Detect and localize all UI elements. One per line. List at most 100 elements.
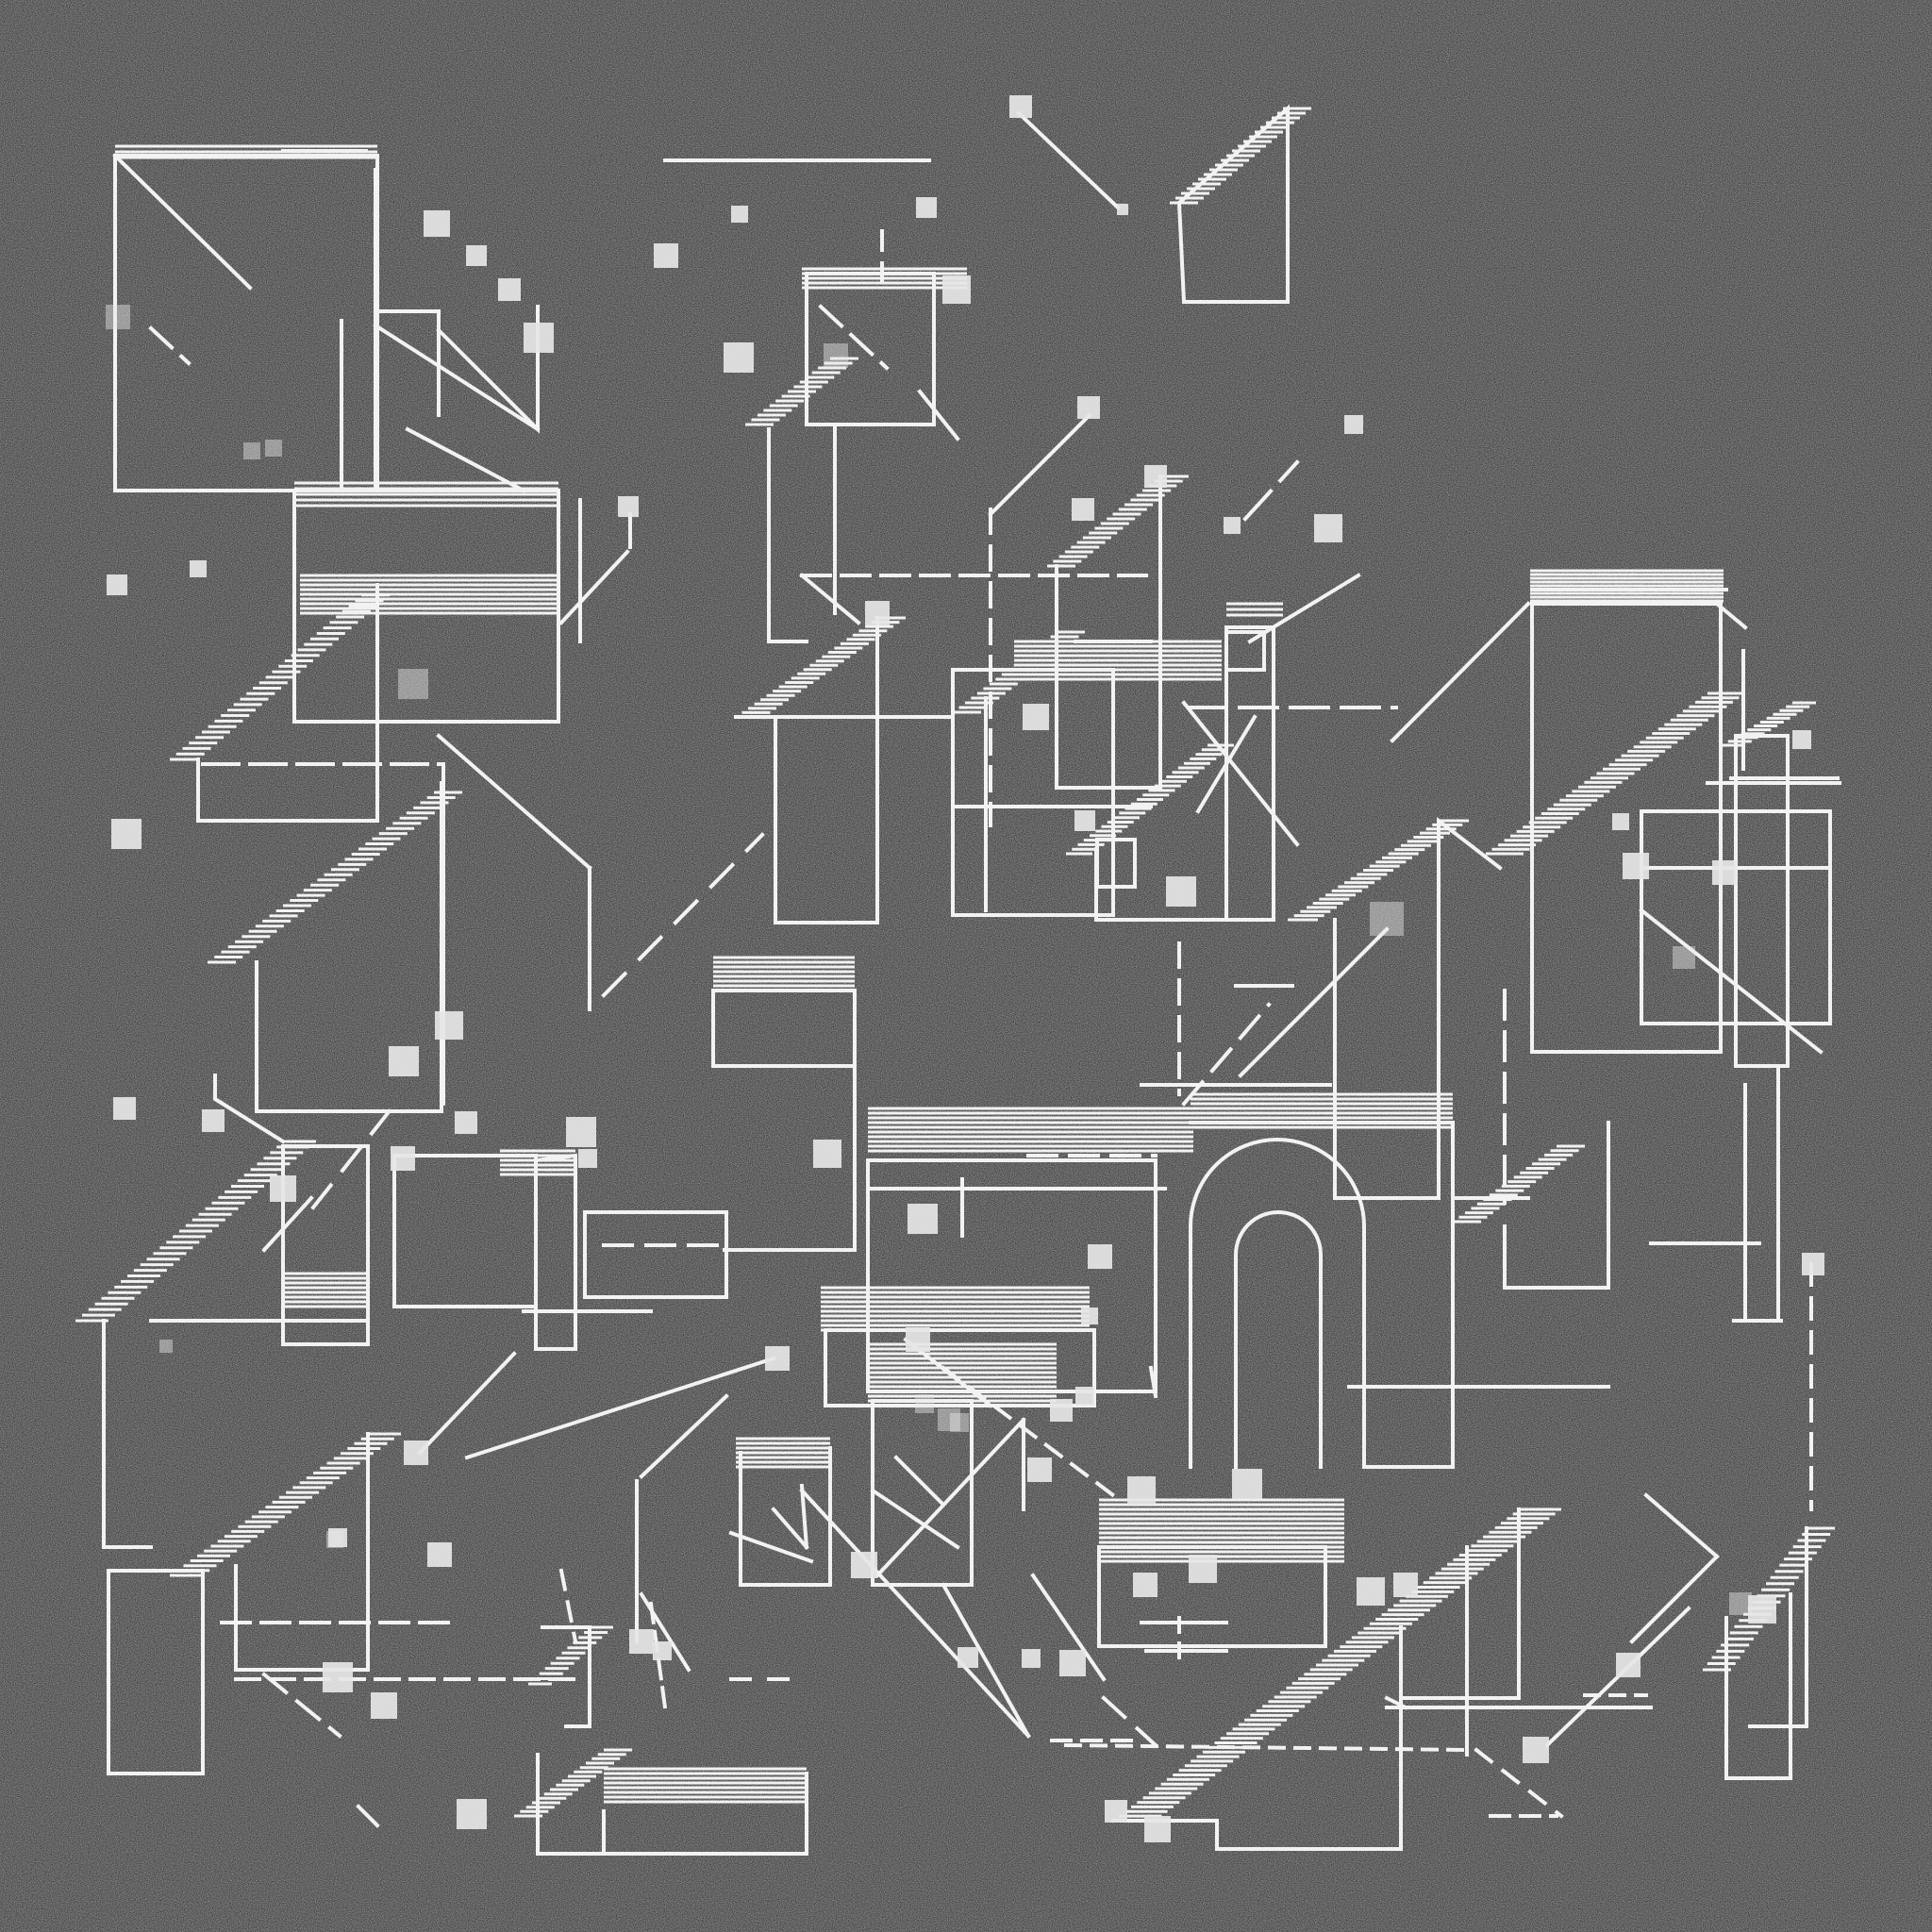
outline xyxy=(196,583,379,823)
node-square xyxy=(1144,465,1167,488)
node-square xyxy=(1623,853,1649,879)
hatch-band xyxy=(745,357,858,426)
connector-line xyxy=(771,1507,809,1550)
node-square xyxy=(1616,1653,1641,1677)
node-square xyxy=(950,1413,969,1432)
line-bundle xyxy=(604,1767,807,1804)
outline xyxy=(1748,1526,1808,1728)
node-square xyxy=(578,1149,597,1168)
line-bundle xyxy=(1014,640,1222,681)
node-square xyxy=(731,206,748,223)
connector-line xyxy=(988,412,1092,517)
node-square xyxy=(1612,813,1629,830)
roof-hatch-large xyxy=(1113,1507,1561,1823)
connector-line xyxy=(893,1455,946,1507)
connector-line xyxy=(1030,1573,1107,1682)
node-square xyxy=(1357,1577,1385,1606)
connector-line xyxy=(639,1591,691,1673)
node-square xyxy=(724,342,754,373)
node-square xyxy=(1077,396,1100,419)
connector-line xyxy=(558,549,630,625)
outline xyxy=(1176,104,1290,304)
node-square xyxy=(107,575,127,595)
node-square xyxy=(1523,1737,1549,1763)
roof-hatch-h xyxy=(1288,819,1469,922)
node-square xyxy=(1075,1387,1094,1406)
node-square xyxy=(1673,946,1695,969)
node-square xyxy=(243,442,260,459)
connector-line xyxy=(799,1488,1031,1739)
node-square xyxy=(265,440,282,457)
tiny-box xyxy=(1224,630,1266,672)
node-square xyxy=(906,1327,930,1352)
node-square xyxy=(1748,1595,1776,1624)
outline xyxy=(1503,1121,1610,1290)
node-square xyxy=(1802,1253,1824,1275)
connector-line xyxy=(799,573,861,625)
node-square xyxy=(1117,204,1128,215)
node-square xyxy=(371,1692,397,1719)
line-bundle xyxy=(294,481,558,508)
connector-line xyxy=(1238,926,1390,1078)
connector-line xyxy=(1629,1554,1720,1644)
node-square xyxy=(958,1647,978,1668)
node-square xyxy=(908,1204,938,1234)
square-layer xyxy=(106,95,1824,1842)
node-square xyxy=(1166,876,1196,907)
connector-line xyxy=(310,1106,394,1210)
node-square xyxy=(498,278,521,301)
node-square xyxy=(566,1117,596,1147)
roof-hatch-top-right xyxy=(1170,107,1311,205)
connector-line xyxy=(464,1356,776,1460)
line-bundle xyxy=(500,1149,575,1176)
connector-line xyxy=(870,1488,960,1550)
node-square xyxy=(865,601,890,625)
node-square xyxy=(1729,1592,1752,1615)
outline xyxy=(583,1210,728,1299)
node-square xyxy=(1022,1649,1041,1668)
outline xyxy=(102,1319,153,1549)
roof-hatch-f xyxy=(736,616,906,719)
connector-line xyxy=(728,1530,814,1564)
connector-line xyxy=(1148,1365,1158,1399)
connector-line xyxy=(1181,700,1300,847)
node-square xyxy=(270,1175,296,1202)
connector-line xyxy=(1474,1747,1564,1819)
node-square xyxy=(323,1662,353,1692)
connector-line xyxy=(601,832,765,998)
outline xyxy=(213,1074,286,1144)
outline xyxy=(541,1625,591,1728)
node-square xyxy=(1072,498,1094,521)
connector-line xyxy=(1390,601,1531,743)
connector-line xyxy=(1195,714,1257,814)
connector-line xyxy=(1639,908,1824,1055)
connector-line xyxy=(1016,110,1121,210)
node-square xyxy=(113,1097,136,1120)
node-square xyxy=(1133,1573,1158,1597)
node-square xyxy=(1224,517,1241,534)
roof-hatch-c xyxy=(75,1140,316,1323)
hatch-band xyxy=(528,1625,613,1686)
node-square xyxy=(106,305,130,329)
node-square xyxy=(398,669,428,699)
outline xyxy=(1055,475,1162,790)
node-square xyxy=(1144,1816,1171,1842)
line-bundle xyxy=(868,1107,1193,1153)
connector-line xyxy=(639,1393,729,1479)
frame-upper-left-mid xyxy=(292,489,560,724)
node-square xyxy=(1009,95,1032,118)
arch-structure xyxy=(1189,1121,1455,1469)
roof-hatch-b xyxy=(208,791,462,964)
small-box xyxy=(1095,838,1137,889)
node-square xyxy=(111,819,142,849)
node-square xyxy=(1232,1469,1262,1499)
line-bundle xyxy=(1226,602,1283,617)
line-bundle xyxy=(300,574,557,615)
node-square xyxy=(457,1799,487,1829)
outline xyxy=(723,1064,857,1252)
node-square xyxy=(824,343,848,368)
connector-line xyxy=(1714,601,1748,630)
